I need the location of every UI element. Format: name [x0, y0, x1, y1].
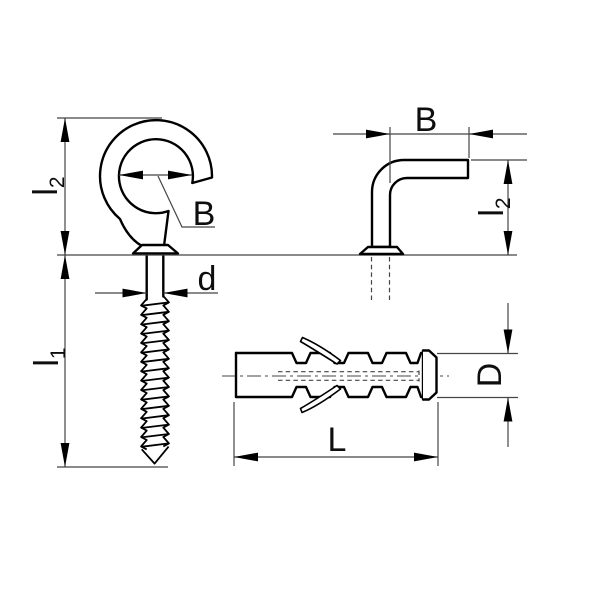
arrowhead — [163, 288, 188, 298]
ceiling-hook-front-view — [98, 118, 214, 465]
leader-line-b — [157, 175, 215, 228]
arrowhead — [122, 288, 147, 298]
dim-label-d: d — [198, 260, 217, 298]
arrowhead — [503, 231, 513, 255]
arrowhead — [168, 170, 192, 180]
dim-label-l2-right: l2 — [473, 197, 515, 216]
wall-plug-dimensions: D L — [233, 303, 518, 466]
plug-bottom-profile — [234, 385, 425, 399]
arrowhead — [414, 452, 438, 462]
wall-plug-view — [222, 336, 449, 414]
dim-label-plug-d: D — [471, 363, 509, 388]
angle-hook-outline — [370, 158, 470, 249]
angle-hook-collar-flange — [358, 245, 405, 256]
arrowhead — [60, 255, 70, 279]
plug-collar-rim — [423, 349, 438, 401]
plug-top-profile — [234, 351, 425, 365]
arrowhead — [469, 129, 493, 139]
angle-hook-side-view — [358, 158, 470, 303]
arrowhead — [60, 443, 70, 467]
plug-fin-bottom — [299, 384, 342, 414]
dim-label-l2-left: l2 — [27, 176, 69, 195]
arrowhead — [119, 170, 143, 180]
plug-fin-top — [299, 336, 342, 365]
arrowhead — [503, 397, 513, 422]
dim-label-b-right: B — [415, 101, 438, 139]
screw-tip — [141, 446, 170, 465]
arrowhead — [366, 129, 390, 139]
dim-label-l1: l1 — [28, 347, 70, 366]
arrowhead — [503, 160, 513, 184]
dim-label-plug-l: L — [328, 421, 347, 459]
arrowhead — [60, 231, 70, 255]
arrowhead — [503, 329, 513, 354]
arrowhead — [60, 118, 70, 142]
hook-collar-flange — [131, 243, 180, 255]
dim-label-b-left: B — [193, 195, 216, 233]
angle-hook-dimensions: B l2 — [333, 101, 527, 255]
ceiling-hook-dimensions: l2 l1 B d — [27, 117, 517, 468]
arrowhead — [234, 452, 258, 462]
